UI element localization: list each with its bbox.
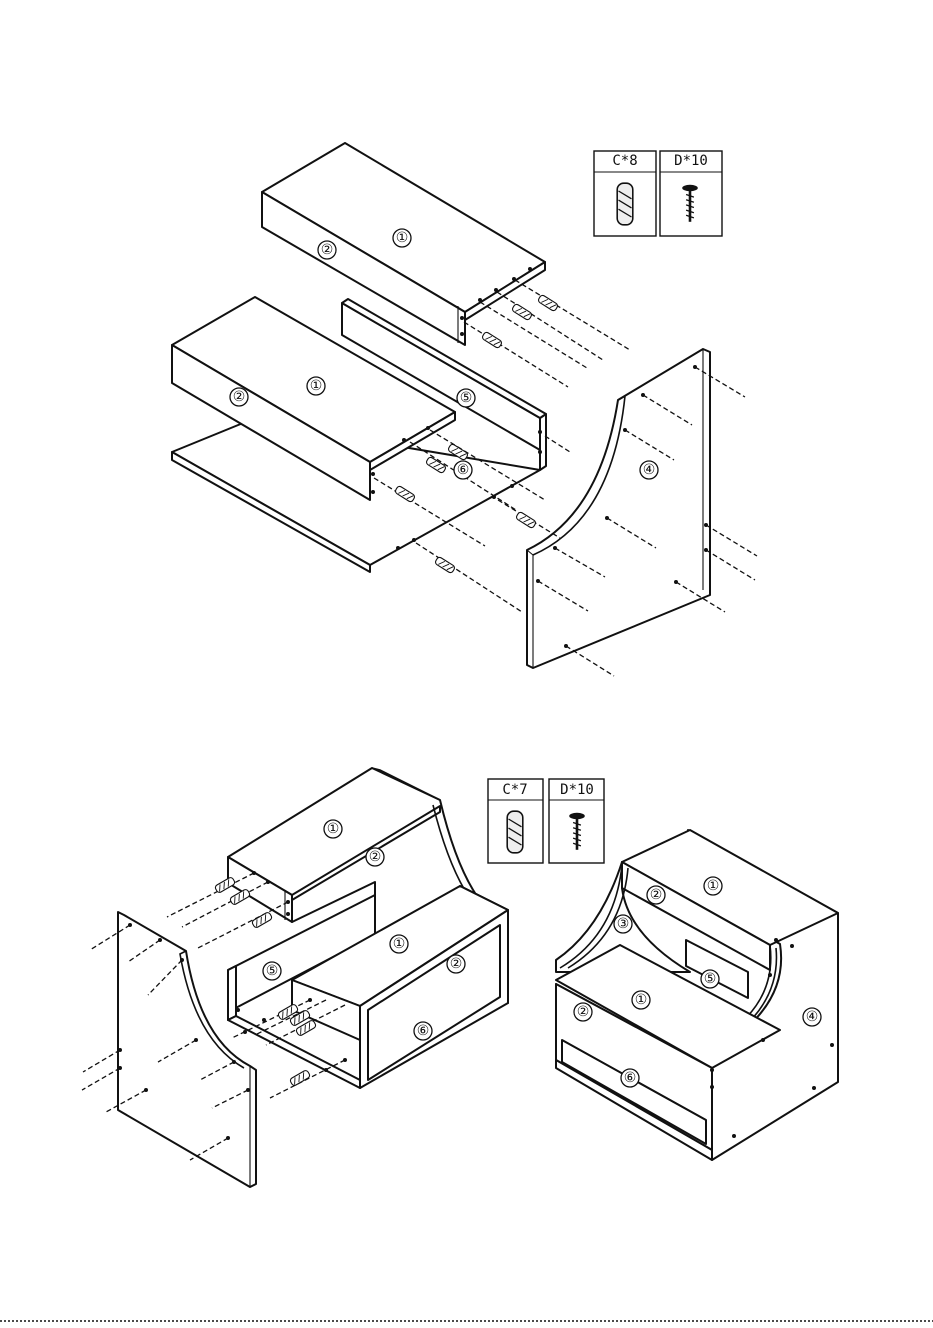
step2-exploded-side xyxy=(118,912,256,1187)
svg-text:②: ② xyxy=(450,956,463,972)
dowel-icon xyxy=(507,811,523,853)
step2-hardware-c-label: C*7 xyxy=(502,782,527,798)
callout-part-5: ⑤ xyxy=(457,389,475,407)
step1-side-panel xyxy=(527,349,710,668)
callout-part-1: ① xyxy=(632,991,650,1009)
callout-part-6: ⑥ xyxy=(454,461,472,479)
dowel-icon xyxy=(617,183,633,225)
callout-part-2: ② xyxy=(647,886,665,904)
svg-text:⑥: ⑥ xyxy=(457,462,470,478)
svg-text:②: ② xyxy=(321,242,334,258)
step1-hardware-d-label: D*10 xyxy=(674,153,708,169)
svg-text:⑤: ⑤ xyxy=(460,390,473,406)
svg-text:②: ② xyxy=(577,1004,590,1020)
callout-part-6: ⑥ xyxy=(414,1022,432,1040)
svg-text:①: ① xyxy=(635,992,648,1008)
step2-hardware-d: D*10 xyxy=(549,779,604,863)
callout-part-2: ② xyxy=(366,848,384,866)
svg-text:④: ④ xyxy=(643,462,656,478)
callout-part-2: ② xyxy=(447,955,465,973)
svg-text:①: ① xyxy=(396,230,409,246)
callout-part-5: ⑤ xyxy=(263,962,281,980)
step2-assembled-cabinet xyxy=(556,830,838,1160)
step1-hardware-d: D*10 xyxy=(660,151,722,236)
svg-text:③: ③ xyxy=(617,916,630,932)
step2-hardware-c: C*7 xyxy=(488,779,543,863)
step2-hardware-d-label: D*10 xyxy=(560,782,594,798)
svg-text:④: ④ xyxy=(806,1009,819,1025)
callout-part-4: ④ xyxy=(640,461,658,479)
callout-part-1: ① xyxy=(704,877,722,895)
svg-text:⑤: ⑤ xyxy=(704,971,717,987)
step1-hardware-c-label: C*8 xyxy=(612,153,637,169)
step2-diagram: C*7 D*10 xyxy=(82,768,838,1187)
svg-text:①: ① xyxy=(393,936,406,952)
callout-part-4: ④ xyxy=(803,1008,821,1026)
callout-part-1: ① xyxy=(324,820,342,838)
callout-part-1: ① xyxy=(307,377,325,395)
svg-text:⑥: ⑥ xyxy=(624,1070,637,1086)
callout-part-2: ② xyxy=(318,241,336,259)
svg-text:②: ② xyxy=(369,849,382,865)
step1-diagram: C*8 D*10 xyxy=(172,143,757,676)
svg-text:②: ② xyxy=(650,887,663,903)
step1-hardware-c: C*8 xyxy=(594,151,656,236)
svg-text:①: ① xyxy=(327,821,340,837)
callout-part-1: ① xyxy=(390,935,408,953)
callout-part-2: ② xyxy=(574,1003,592,1021)
callout-part-1: ① xyxy=(393,229,411,247)
callout-part-3: ③ xyxy=(614,915,632,933)
svg-text:①: ① xyxy=(310,378,323,394)
svg-text:①: ① xyxy=(707,878,720,894)
svg-text:⑤: ⑤ xyxy=(266,963,279,979)
svg-text:②: ② xyxy=(233,389,246,405)
svg-text:⑥: ⑥ xyxy=(417,1023,430,1039)
callout-part-6: ⑥ xyxy=(621,1069,639,1087)
callout-part-2: ② xyxy=(230,388,248,406)
callout-part-5: ⑤ xyxy=(701,970,719,988)
